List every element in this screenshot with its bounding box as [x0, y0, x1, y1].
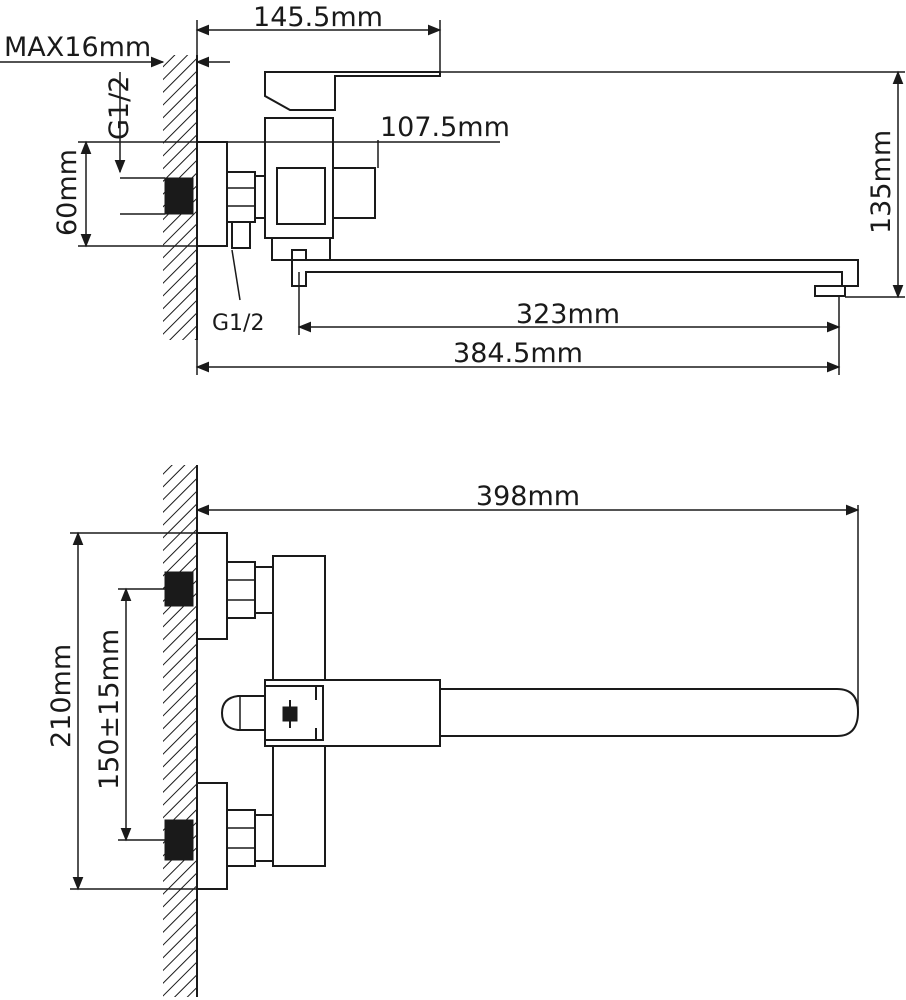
lever-handle-side [264, 71, 441, 111]
dim-inlet-label: 60mm [52, 149, 83, 236]
wall-hatch-bottom [163, 465, 197, 997]
dim-length-label: 398mm [476, 481, 580, 512]
dim-width-top-label: 145.5mm [253, 2, 383, 33]
dim-spout-label: 323mm [516, 299, 620, 330]
spout-side [291, 259, 859, 287]
side-view: 145.5mm MAX16mm G1/2 60mm 107.5mm 135mm … [0, 2, 905, 375]
dim-total-label: 384.5mm [453, 338, 583, 369]
dim-height-label: 135mm [866, 130, 897, 234]
dim-center-label: 150±15mm [94, 629, 125, 790]
dim-thread-top-label: G1/2 [104, 76, 135, 140]
dim-thread-bottom-label: G1/2 [212, 311, 264, 336]
diverter-knob [220, 695, 266, 731]
wall-inlet-seal-upper [164, 571, 194, 607]
spout-top [439, 688, 860, 737]
wall-inlet-seal-lower [164, 819, 194, 861]
wall-inlet-seal-top [164, 177, 194, 215]
dim-offset-label: 107.5mm [380, 112, 510, 143]
dim-wall-max-label: MAX16mm [4, 32, 151, 63]
dim-outer-label: 210mm [46, 644, 77, 748]
top-view: 398mm 210mm 150±15mm [46, 465, 860, 997]
